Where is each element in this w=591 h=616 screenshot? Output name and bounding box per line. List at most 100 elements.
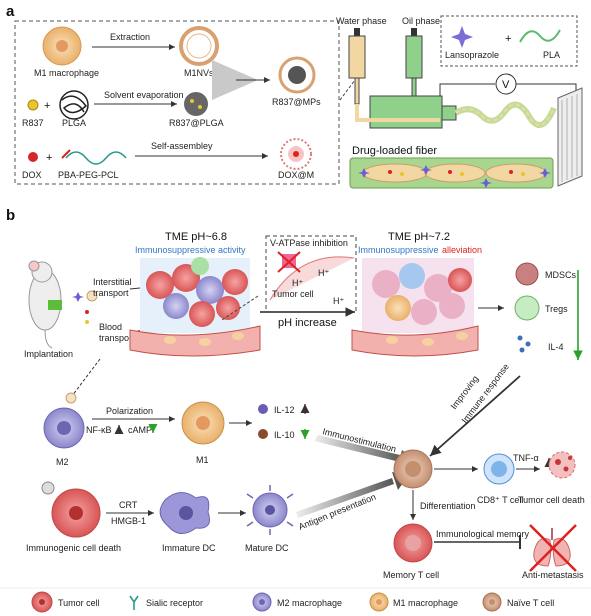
merge-arrow (212, 60, 258, 100)
tme-left-tissue (129, 257, 261, 357)
inset-connector (221, 295, 259, 321)
icd-particle-icon (41, 481, 55, 495)
mp-particle-icon (65, 392, 77, 404)
tme-right-tissue (351, 258, 479, 357)
label-m2: M2 (56, 457, 69, 467)
label-il12: IL-12 (274, 405, 295, 415)
dox-micelle-icon (280, 138, 312, 170)
label-water-phase: Water phase (336, 16, 387, 26)
mdscs-icon (515, 262, 539, 286)
label-transport-1: transport (93, 288, 129, 298)
connector-dashed (339, 71, 362, 101)
legend-m1-macrophage-icon (369, 592, 389, 612)
il4-dots-icon (517, 335, 531, 353)
plus-1: + (44, 100, 50, 112)
label-r837-plga: R837@PLGA (169, 118, 224, 128)
r837-dot-icon (27, 99, 39, 111)
fiber-capsule-1 (362, 163, 428, 183)
coaxial-nozzle (369, 95, 443, 129)
legend-sialic-receptor: Sialic receptor (146, 598, 203, 608)
tregs-icon (514, 295, 540, 321)
fiber-r837-2 (460, 172, 464, 176)
legend-sialic-receptor-icon (129, 595, 139, 610)
r837-mps-icon (278, 56, 316, 94)
label-solvent-evaporation: Solvent evaporation (104, 90, 184, 100)
label-vatpase: V-ATPase inhibition (270, 238, 348, 248)
label-m1-macrophage: M1 macrophage (34, 68, 99, 78)
panel-a-label: a (6, 3, 15, 20)
label-oil-phase: Oil phase (402, 16, 440, 26)
m2-macrophage-icon (43, 407, 85, 449)
implant-patch (48, 300, 62, 310)
label-camp: cAMP (128, 425, 152, 435)
fiber-capsule-2 (424, 163, 486, 183)
plus-2: + (46, 152, 52, 164)
label-immature-dc: Immature DC (162, 543, 216, 553)
legend-naive-t: Naïve T cell (507, 598, 554, 608)
memory-t-cell-icon (393, 523, 433, 563)
oil-syringe-icon (405, 28, 423, 97)
water-channel (355, 104, 440, 122)
label-tme-right: TME pH~7.2 (388, 231, 450, 243)
legend-m2-macrophage-icon (252, 592, 272, 612)
mouse-icon (28, 260, 62, 349)
label-lansoprazole: Lansoprazole (445, 50, 499, 60)
label-pba-peg-pcl: PBA-PEG-PCL (58, 170, 119, 180)
water-syringe-icon (348, 28, 366, 105)
label-self-assembly: Self-assembley (151, 141, 213, 151)
label-hplus-2: H⁺ (318, 268, 329, 278)
transport-particle-icon (86, 290, 98, 302)
icd-tumor-cell-icon (51, 488, 101, 538)
label-tme-left: TME pH~6.8 (165, 231, 227, 243)
transport-star-icon (72, 292, 84, 302)
panel-b-label: b (6, 207, 15, 224)
legend-tumor-cell-icon (31, 591, 53, 613)
fiber-dox-1 (388, 170, 392, 174)
label-hmgb1: HMGB-1 (111, 516, 146, 526)
label-tregs: Tregs (545, 304, 568, 314)
label-differentiation: Differentiation (420, 501, 475, 511)
label-tnfa: TNF-α (513, 453, 539, 463)
r837-plga-icon (184, 92, 208, 116)
label-r837-mps: R837@MPs (272, 97, 321, 107)
label-pla: PLA (543, 50, 560, 60)
fiber-dox-2 (448, 170, 452, 174)
immunostimulation-arrow (314, 435, 404, 462)
wire-left (439, 83, 495, 96)
m2-connector (71, 358, 101, 397)
fiber-jet-core (455, 103, 555, 127)
label-mature-dc: Mature DC (245, 543, 289, 553)
label-hplus-3: H⁺ (333, 296, 344, 306)
label-drug-loaded-fiber: Drug-loaded fiber (352, 145, 437, 157)
pla-fiber-icon (519, 29, 561, 43)
fiber-r837-1 (400, 172, 404, 176)
lansoprazole-star-icon (451, 26, 473, 48)
label-extraction: Extraction (110, 32, 150, 42)
label-polarization: Polarization (106, 406, 153, 416)
label-m1: M1 (196, 455, 209, 465)
improving-arrow (429, 375, 521, 457)
label-cd8: CD8⁺ T cell (477, 495, 523, 505)
naive-t-cell-icon (393, 449, 433, 489)
inset-cell-membrane (269, 256, 355, 301)
label-hplus-1: H⁺ (292, 278, 303, 288)
label-memory-t: Memory T cell (383, 570, 439, 580)
fiber-star-3 (480, 178, 492, 188)
label-tumor-death: Tumor cell death (518, 495, 585, 505)
immature-dc-icon (159, 492, 210, 534)
label-dox: DOX (22, 170, 42, 180)
antigen-presentation-arrow (296, 478, 394, 518)
il10-icon (258, 429, 268, 439)
il12-icon (258, 404, 268, 414)
label-blood: Blood (99, 322, 122, 332)
label-immuno-word: Immunosuppressive (358, 245, 439, 255)
legend-m1-macrophage: M1 macrophage (393, 598, 458, 608)
label-dox-m: DOX@M (278, 170, 314, 180)
label-icd: Immunogenic cell death (26, 543, 121, 553)
polymer-head (61, 149, 71, 159)
nozzle-tip (441, 105, 457, 121)
label-tumor-cell-small: Tumor cell (272, 289, 314, 299)
label-immuno-activity: Immunosuppressive activity (135, 245, 246, 255)
label-immuno-memory: Immunological memory (436, 529, 530, 539)
